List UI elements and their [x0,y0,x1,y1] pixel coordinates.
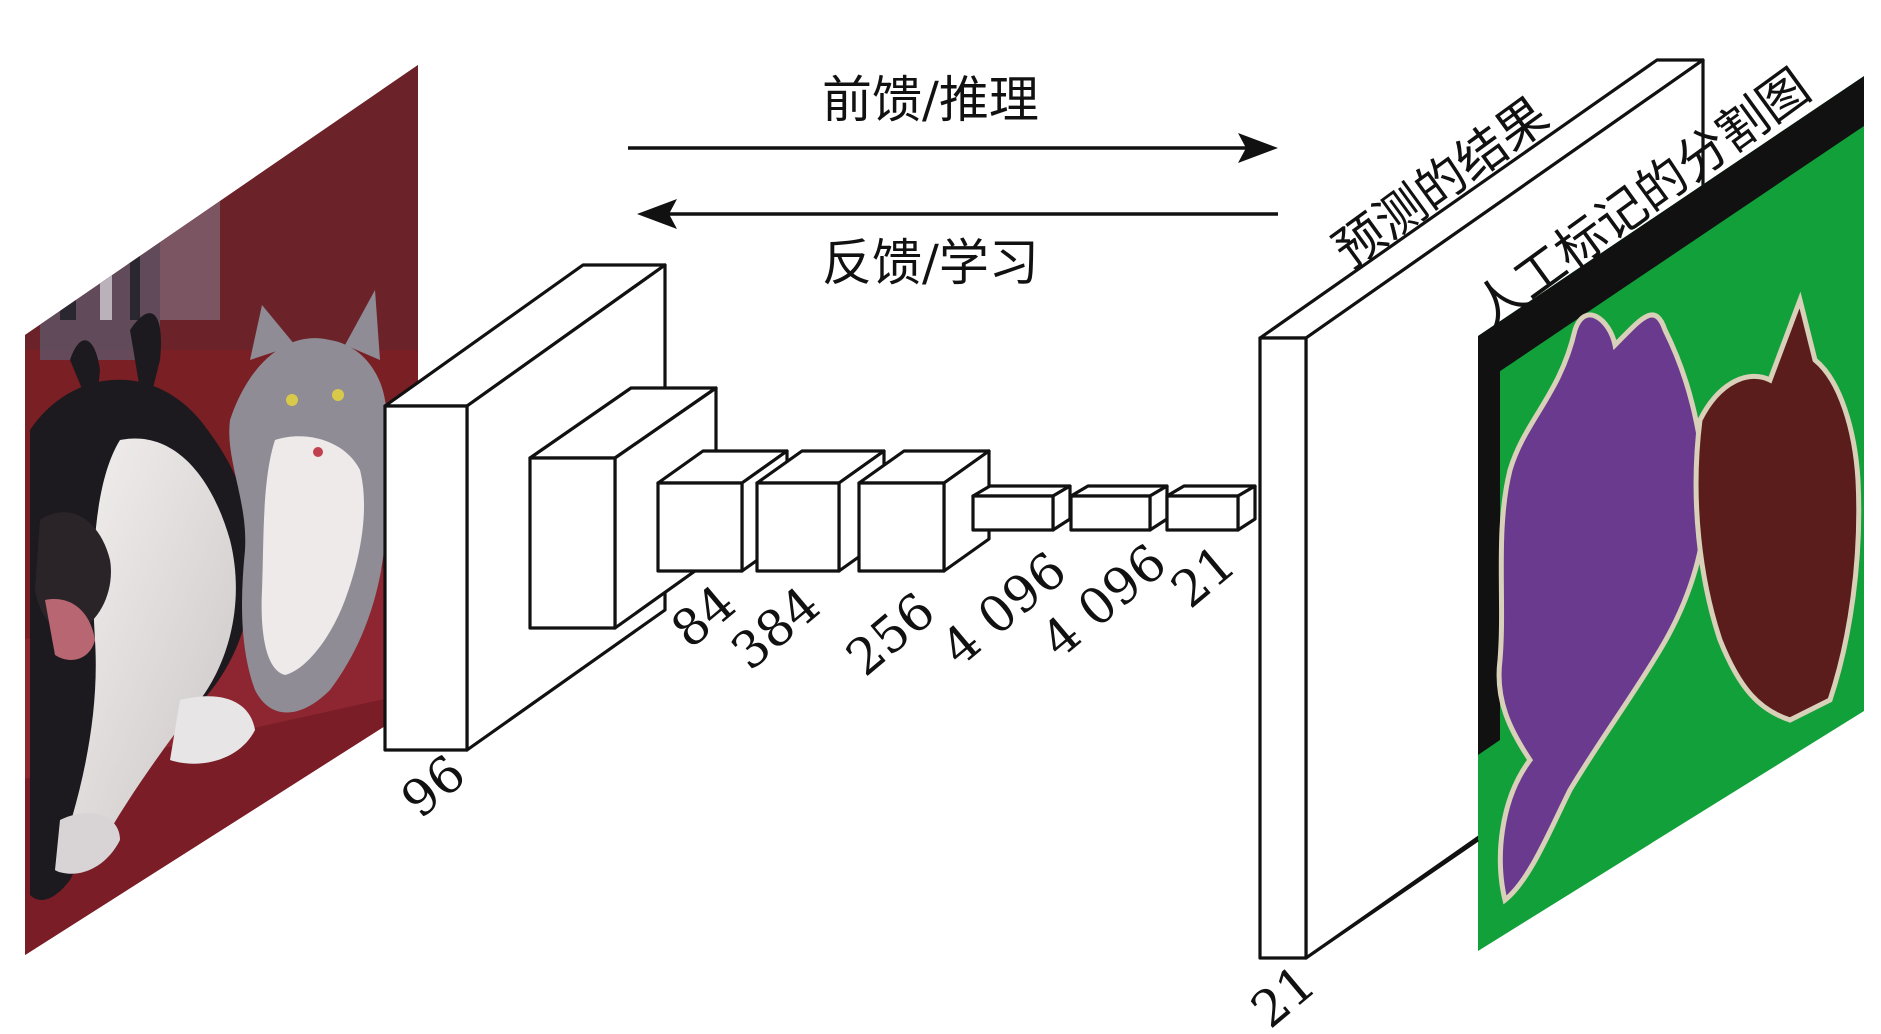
input-photo [25,65,418,955]
label-384: 384 [720,575,830,681]
backward-arrow [637,199,1278,229]
layer-box-4096-a [857,449,991,573]
label-96: 96 [390,744,476,829]
label-256: 256 [835,581,945,687]
layer-box-21-b [1165,484,1257,532]
segmentation-map [1478,76,1864,951]
label-21-output: 21 [1240,954,1326,1034]
layer-box-21-a [1069,484,1169,532]
label-21-layer: 21 [1160,534,1246,619]
forward-arrow [628,133,1278,163]
layer-box-4096-b [971,484,1072,532]
backward-label: 反馈/学习 [822,234,1039,292]
plane-connector-line [1305,838,1479,960]
forward-label: 前馈/推理 [822,71,1039,129]
